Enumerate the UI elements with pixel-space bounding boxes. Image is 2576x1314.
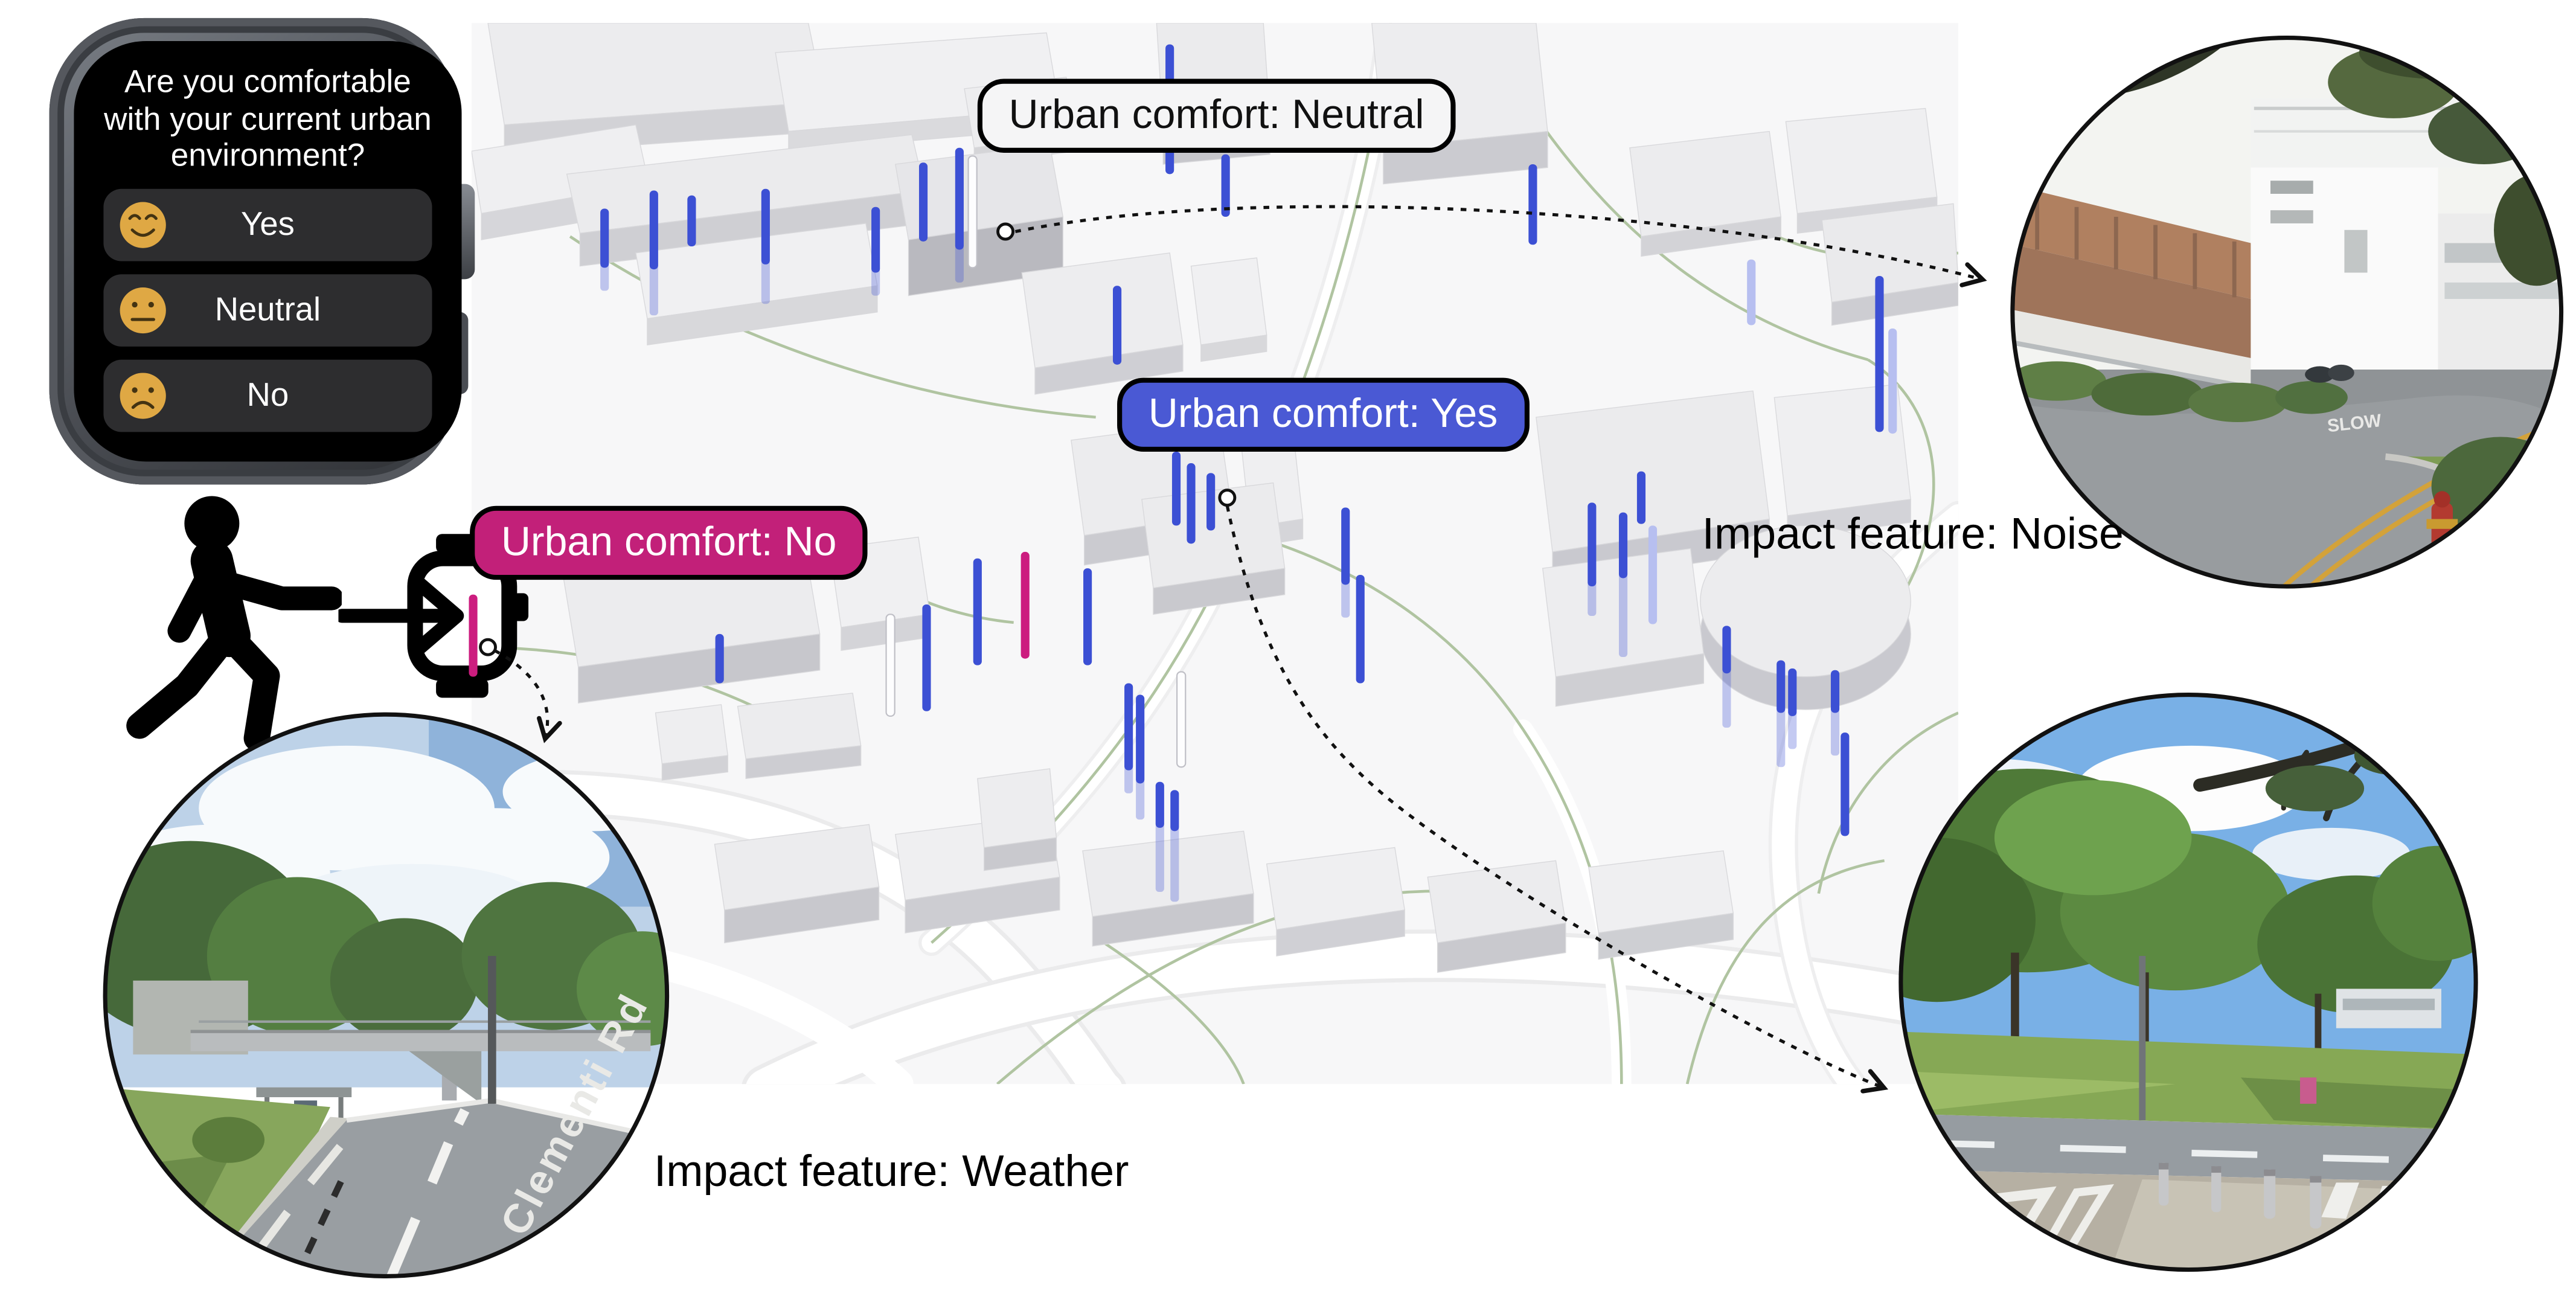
pill-urban-comfort-yes: Urban comfort: Yes bbox=[1117, 377, 1529, 452]
survey-option-neutral-label: Neutral bbox=[214, 292, 321, 328]
streetview-photo-weather: Clementi Rd bbox=[103, 712, 670, 1278]
greenery-shrub bbox=[2364, 1203, 2476, 1270]
weather-lane-markings bbox=[385, 1108, 470, 1277]
neutral-face-icon bbox=[120, 287, 166, 333]
noise-shrubs bbox=[2012, 361, 2348, 423]
sad-face-icon bbox=[120, 372, 166, 419]
watch-screen: Are you comfortable with your current ur… bbox=[74, 41, 462, 462]
impact-label-noise: Impact feature: Noise bbox=[1702, 509, 2124, 559]
weather-curb bbox=[291, 1168, 350, 1277]
survey-option-yes-label: Yes bbox=[241, 207, 295, 243]
impact-label-weather: Impact feature: Weather bbox=[653, 1146, 1129, 1196]
weather-overpass bbox=[190, 1020, 651, 1104]
noise-yellow-lines bbox=[2276, 421, 2559, 587]
happy-face-icon bbox=[120, 202, 166, 248]
smartwatch-device: Are you comfortable with your current ur… bbox=[49, 18, 462, 485]
weather-trees bbox=[105, 841, 667, 1046]
survey-option-neutral[interactable]: Neutral bbox=[103, 274, 432, 347]
pill-urban-comfort-no: Urban comfort: No bbox=[470, 505, 868, 580]
noise-brown-shed-roof bbox=[2012, 184, 2251, 300]
survey-option-yes[interactable]: Yes bbox=[103, 188, 432, 261]
survey-option-no-label: No bbox=[246, 377, 289, 414]
streetview-photo-greenery bbox=[1898, 693, 2478, 1272]
greenery-road bbox=[1900, 1114, 2476, 1183]
survey-option-no[interactable]: No bbox=[103, 359, 432, 432]
streetview-photo-noise: SLOW bbox=[2010, 36, 2564, 589]
person-walking-icon bbox=[126, 496, 342, 749]
survey-question: Are you comfortable with your current ur… bbox=[104, 64, 432, 175]
pill-urban-comfort-neutral: Urban comfort: Neutral bbox=[977, 79, 1456, 153]
